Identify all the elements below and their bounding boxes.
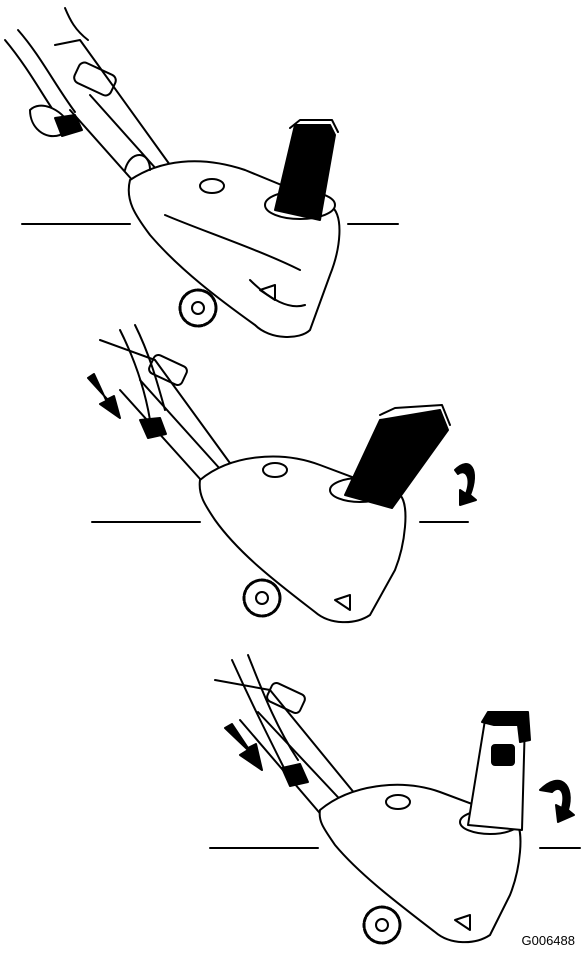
glove bbox=[282, 764, 308, 786]
panel-step-2 bbox=[88, 325, 476, 622]
wheel-hub bbox=[376, 919, 388, 931]
wheel-hub bbox=[192, 302, 204, 314]
control-box bbox=[72, 61, 118, 98]
fuel-cap bbox=[200, 179, 224, 193]
operator-arm-upper bbox=[65, 8, 88, 40]
glove bbox=[140, 418, 166, 438]
wheel-hub bbox=[256, 592, 268, 604]
chute-tilting bbox=[345, 410, 448, 508]
panel-step-1 bbox=[5, 8, 398, 337]
wheel bbox=[244, 580, 280, 616]
wheel bbox=[180, 290, 216, 326]
push-arrow bbox=[88, 374, 120, 418]
fuel-cap bbox=[263, 463, 287, 477]
handle-bar bbox=[100, 340, 235, 490]
panel-step-3 bbox=[210, 655, 580, 943]
chute-upright bbox=[468, 720, 525, 830]
recoil-handle bbox=[125, 155, 150, 170]
rotation-arrow bbox=[455, 464, 476, 505]
fuel-cap bbox=[386, 795, 410, 809]
chute-window bbox=[492, 745, 514, 765]
push-arrow bbox=[225, 724, 262, 770]
wheel bbox=[364, 907, 400, 943]
operator-arm bbox=[120, 325, 165, 420]
figure-id-label: G006488 bbox=[522, 933, 576, 948]
rotation-arrow bbox=[540, 781, 574, 822]
